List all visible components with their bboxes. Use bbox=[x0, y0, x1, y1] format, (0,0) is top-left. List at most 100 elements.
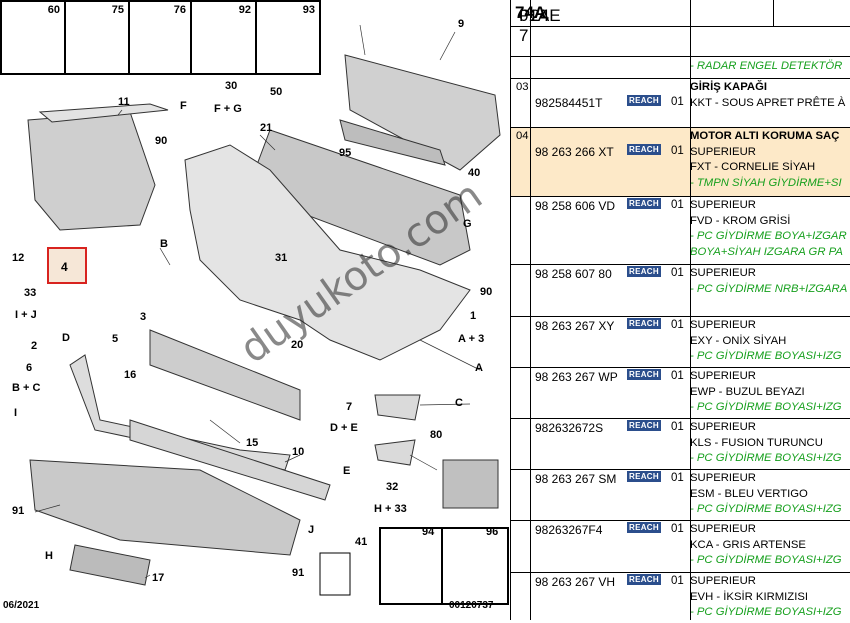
description-line: - PC GİYDİRME BOYA+IZGAR bbox=[690, 230, 847, 242]
callout[interactable]: 50 bbox=[270, 86, 283, 98]
plate-part bbox=[69, 544, 151, 586]
callout[interactable]: 2 bbox=[31, 340, 38, 352]
callout[interactable]: 90 bbox=[480, 286, 493, 298]
part-number[interactable]: 982584451T bbox=[535, 96, 603, 110]
grille-part bbox=[27, 111, 156, 231]
callout[interactable]: G bbox=[463, 218, 472, 230]
part-number[interactable]: 98 263 267 SM bbox=[535, 472, 617, 486]
hardware-box-76[interactable]: 76 bbox=[128, 0, 192, 75]
callout[interactable]: 10 bbox=[292, 446, 305, 458]
hardware-label: 60 bbox=[47, 4, 60, 16]
callout[interactable]: 6 bbox=[26, 362, 33, 374]
hardware-label: 75 bbox=[111, 4, 124, 16]
callout[interactable]: 3 bbox=[140, 311, 147, 323]
callout[interactable]: 20 bbox=[291, 339, 304, 351]
reach-badge: REACH bbox=[627, 144, 661, 155]
part-number[interactable]: 98 263 267 WP bbox=[535, 370, 618, 384]
part-number[interactable]: 98 263 267 VH bbox=[535, 575, 616, 589]
fog-trim-c bbox=[374, 394, 421, 421]
callout[interactable]: H + 33 bbox=[374, 503, 407, 515]
quantity: 01 bbox=[671, 319, 684, 331]
callout[interactable]: D bbox=[62, 332, 70, 344]
callout[interactable]: 12 bbox=[12, 252, 25, 264]
table-row[interactable]: - RADAR ENGEL DETEKTÖR bbox=[511, 57, 850, 78]
callout[interactable]: 30 bbox=[225, 80, 238, 92]
quantity: 01 bbox=[671, 267, 684, 279]
hardware-box-60[interactable]: 60 bbox=[0, 0, 66, 75]
description-line: SUPERIEUR bbox=[690, 267, 756, 279]
callout[interactable]: 5 bbox=[112, 333, 119, 345]
hardware-box-93[interactable]: 93 bbox=[255, 0, 321, 75]
callout[interactable]: 41 bbox=[355, 536, 368, 548]
callout[interactable]: 91 bbox=[12, 505, 25, 517]
part-number[interactable]: 98 263 267 XY bbox=[535, 319, 615, 333]
description-line: KLS - FUSION TURUNCU bbox=[690, 436, 823, 449]
description-line: FVD - KROM GRİSİ bbox=[690, 214, 791, 227]
quantity: 01 bbox=[671, 96, 684, 108]
callout[interactable]: B bbox=[160, 238, 168, 250]
part-number[interactable]: 98 258 606 VD bbox=[535, 199, 616, 213]
callout[interactable]: 80 bbox=[430, 429, 443, 441]
description-line: MOTOR ALTI KORUMA SAÇ bbox=[690, 130, 840, 142]
callout[interactable]: 94 bbox=[422, 526, 435, 538]
callout[interactable]: F bbox=[180, 100, 187, 112]
quantity: 01 bbox=[671, 575, 684, 587]
part-number[interactable]: 98 263 266 XT bbox=[535, 145, 614, 159]
callout[interactable]: 9 bbox=[458, 18, 465, 30]
row-index: 03 bbox=[516, 81, 529, 93]
callout[interactable]: 7 bbox=[346, 401, 353, 413]
callout[interactable]: 17 bbox=[152, 572, 165, 584]
callout[interactable]: F + G bbox=[214, 103, 242, 115]
part-number[interactable]: 982632672S bbox=[535, 421, 604, 435]
hardware-label: 76 bbox=[173, 4, 186, 16]
hardware-box-92[interactable]: 92 bbox=[190, 0, 257, 75]
callout[interactable]: 1 bbox=[470, 310, 477, 322]
callout[interactable]: 33 bbox=[24, 287, 37, 299]
callout[interactable]: 31 bbox=[275, 252, 288, 264]
hardware-box-75[interactable]: 75 bbox=[64, 0, 130, 75]
description-line: SUPERIEUR bbox=[690, 370, 756, 382]
row-index: 04 bbox=[516, 130, 529, 142]
description-line: - PC GİYDİRME BOYASI+IZG bbox=[690, 401, 842, 413]
callout[interactable]: 32 bbox=[386, 481, 399, 493]
callout[interactable]: 90 bbox=[155, 135, 168, 147]
callout[interactable]: C bbox=[455, 397, 463, 409]
callout[interactable]: D + E bbox=[330, 422, 358, 434]
grille-trim-part bbox=[38, 103, 169, 123]
callout[interactable]: H bbox=[45, 550, 53, 562]
callout[interactable]: 95 bbox=[339, 147, 352, 159]
callout[interactable]: E bbox=[343, 465, 351, 477]
description-line: KCA - GRIS ARTENSE bbox=[690, 538, 806, 551]
callout[interactable]: I bbox=[14, 407, 18, 419]
callout[interactable]: 40 bbox=[468, 167, 481, 179]
callout[interactable]: A bbox=[475, 362, 483, 374]
callout[interactable]: B + C bbox=[12, 382, 41, 394]
parts-list-panel: P24E 7 74A 01A - RADAR ENGEL DETEKTÖR039… bbox=[510, 0, 850, 620]
callout[interactable]: A + 3 bbox=[458, 333, 485, 345]
description-line: SUPERIEUR bbox=[690, 199, 756, 211]
callout[interactable]: 16 bbox=[124, 369, 137, 381]
part-number[interactable]: 98263267F4 bbox=[535, 523, 603, 537]
callout[interactable]: 11 bbox=[118, 96, 130, 108]
callout[interactable]: I + J bbox=[15, 309, 37, 321]
part-number[interactable]: 98 258 607 80 bbox=[535, 267, 612, 281]
callout[interactable]: 91 bbox=[292, 567, 305, 579]
highlighted-part-4[interactable]: 4 bbox=[47, 247, 87, 284]
callout[interactable]: 96 bbox=[486, 526, 499, 538]
callout[interactable]: 21 bbox=[260, 122, 273, 134]
callout[interactable]: J bbox=[308, 524, 315, 536]
callout[interactable]: 15 bbox=[246, 437, 259, 449]
clip-bag-part bbox=[442, 459, 499, 509]
